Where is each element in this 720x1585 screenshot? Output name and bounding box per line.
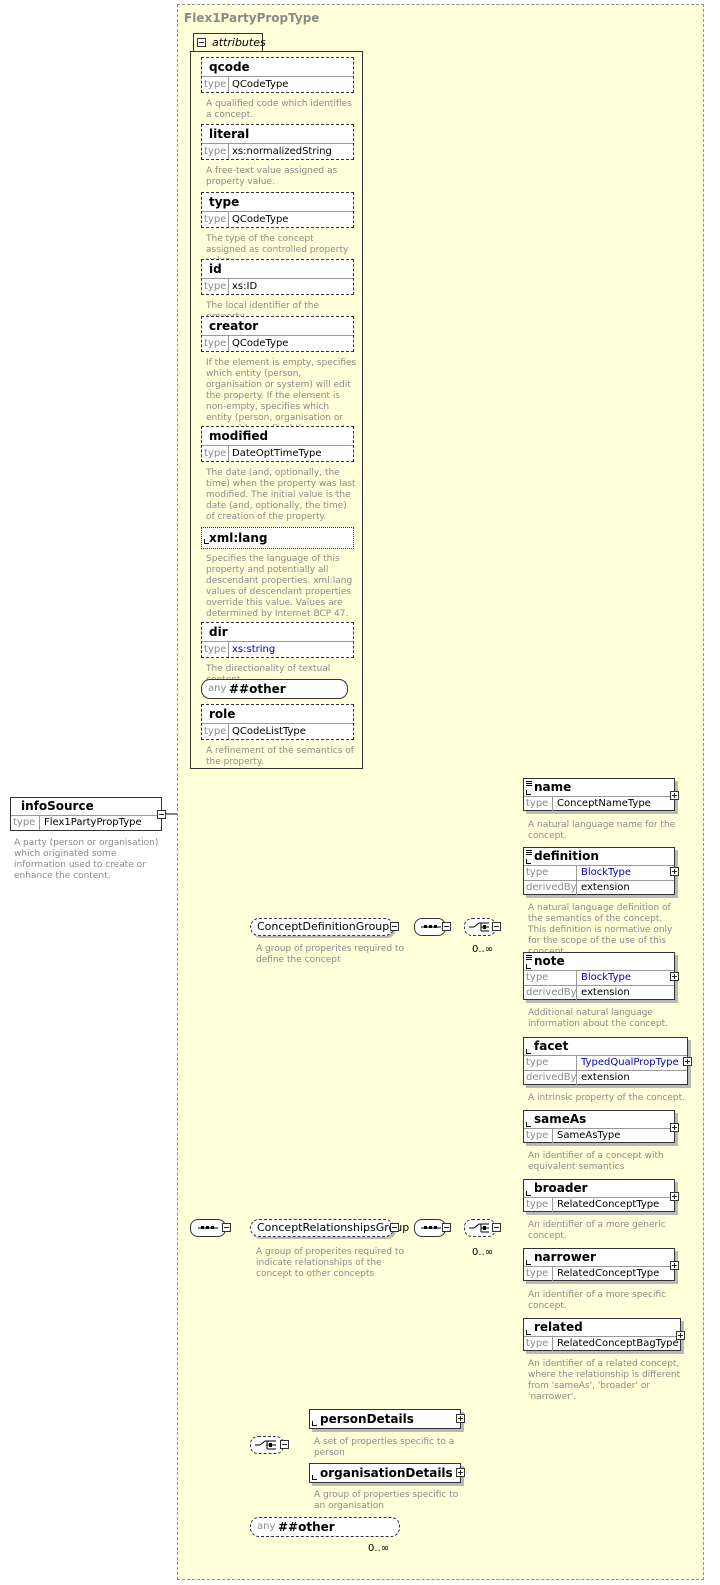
occurrence-label: 0..∞ <box>472 944 494 955</box>
documentation-icon <box>526 781 532 787</box>
element-description: An identifier of a related concept, wher… <box>528 1359 681 1402</box>
element-organisationdetails[interactable]: organisationDetails <box>309 1463 465 1483</box>
expand-icon[interactable] <box>670 972 679 981</box>
reference-icon <box>526 790 531 795</box>
element-description: A natural language name for the concept. <box>528 820 676 841</box>
attribute-xml-lang[interactable]: xml:lang <box>201 527 354 549</box>
choice-icon <box>255 1440 276 1450</box>
expand-icon[interactable] <box>683 1057 692 1066</box>
choice-compositor[interactable] <box>464 1219 501 1237</box>
reference-icon <box>204 539 209 544</box>
element-description: An identifier of a more specific concept… <box>528 1290 667 1311</box>
reference-icon <box>526 1260 531 1265</box>
collapse-icon[interactable] <box>492 1223 501 1232</box>
group-concept-relationships[interactable]: ConceptRelationshipsGroup <box>250 1219 409 1237</box>
reference-icon <box>526 1330 531 1335</box>
sequence-icon <box>421 1226 441 1229</box>
element-persondetails[interactable]: personDetails <box>309 1409 465 1429</box>
complex-type-title: Flex1PartyPropType <box>184 11 320 25</box>
sequence-compositor[interactable] <box>190 1219 231 1237</box>
choice-compositor[interactable] <box>464 918 501 936</box>
occurrence-label: 0..∞ <box>472 1247 494 1258</box>
expand-icon[interactable] <box>676 1331 685 1340</box>
attribute-description: A qualified code which identifies a conc… <box>206 99 352 120</box>
collapse-icon[interactable] <box>390 922 399 931</box>
sequence-compositor[interactable] <box>414 1219 451 1237</box>
element-description: A set of properties specific to a person <box>314 1437 455 1458</box>
attribute-description: A refinement of the semantics of the pro… <box>206 746 354 767</box>
documentation-icon <box>526 955 532 961</box>
sequence-compositor[interactable] <box>414 918 451 936</box>
expand-icon[interactable] <box>456 1414 465 1423</box>
documentation-icon <box>526 850 532 856</box>
choice-compositor[interactable] <box>250 1436 289 1454</box>
element-description: A intrinsic property of the concept. <box>528 1093 685 1103</box>
group-description: A group of properites required to define… <box>256 944 404 965</box>
any-attribute[interactable]: any ##other <box>201 679 348 699</box>
expand-icon[interactable] <box>670 1192 679 1201</box>
collapse-icon[interactable] <box>492 922 501 931</box>
sequence-icon <box>198 1226 218 1229</box>
reference-icon <box>312 1475 317 1480</box>
reference-icon <box>526 859 531 864</box>
root-description: A party (person or organisation) which o… <box>14 838 159 881</box>
expand-icon[interactable] <box>670 1123 679 1132</box>
element-description: Additional natural language information … <box>528 1008 669 1029</box>
any-element[interactable]: any ##other <box>250 1517 400 1537</box>
element-description: A natural language definition of the sem… <box>528 903 673 957</box>
expand-icon[interactable] <box>670 1261 679 1270</box>
collapse-icon[interactable] <box>442 922 451 931</box>
expand-icon[interactable] <box>670 791 679 800</box>
attribute-description: If the element is empty, specifies which… <box>206 358 357 434</box>
group-concept-definition[interactable]: ConceptDefinitionGroup <box>250 918 399 936</box>
element-description: A group of properties specific to an org… <box>314 1490 459 1511</box>
collapse-icon[interactable] <box>222 1223 231 1232</box>
choice-icon <box>469 922 489 932</box>
reference-icon <box>526 1191 531 1196</box>
occurrence-label: 0..∞ <box>368 1543 390 1554</box>
reference-icon <box>526 964 531 969</box>
reference-icon <box>312 1421 317 1426</box>
collapse-icon[interactable] <box>157 810 166 819</box>
collapse-icon[interactable] <box>280 1440 289 1449</box>
collapse-icon[interactable] <box>197 38 206 47</box>
expand-icon[interactable] <box>456 1468 465 1477</box>
collapse-icon[interactable] <box>390 1223 399 1232</box>
element-description: An identifier of a more generic concept. <box>528 1220 666 1241</box>
reference-icon <box>526 1049 531 1054</box>
attribute-description: A free-text value assigned as property v… <box>206 166 338 187</box>
attribute-description: Specifies the language of this property … <box>206 554 353 619</box>
attribute-description: The date (and, optionally, the time) whe… <box>206 468 356 522</box>
element-description: An identifier of a concept with equivale… <box>528 1151 664 1172</box>
reference-icon <box>526 1122 531 1127</box>
choice-icon <box>469 1223 489 1233</box>
sequence-icon <box>421 925 441 928</box>
expand-icon[interactable] <box>670 867 679 876</box>
attributes-label: attributes <box>212 36 266 49</box>
group-description: A group of properites required to indica… <box>256 1247 404 1279</box>
attributes-tab[interactable]: attributes <box>193 33 266 51</box>
collapse-icon[interactable] <box>442 1223 451 1232</box>
